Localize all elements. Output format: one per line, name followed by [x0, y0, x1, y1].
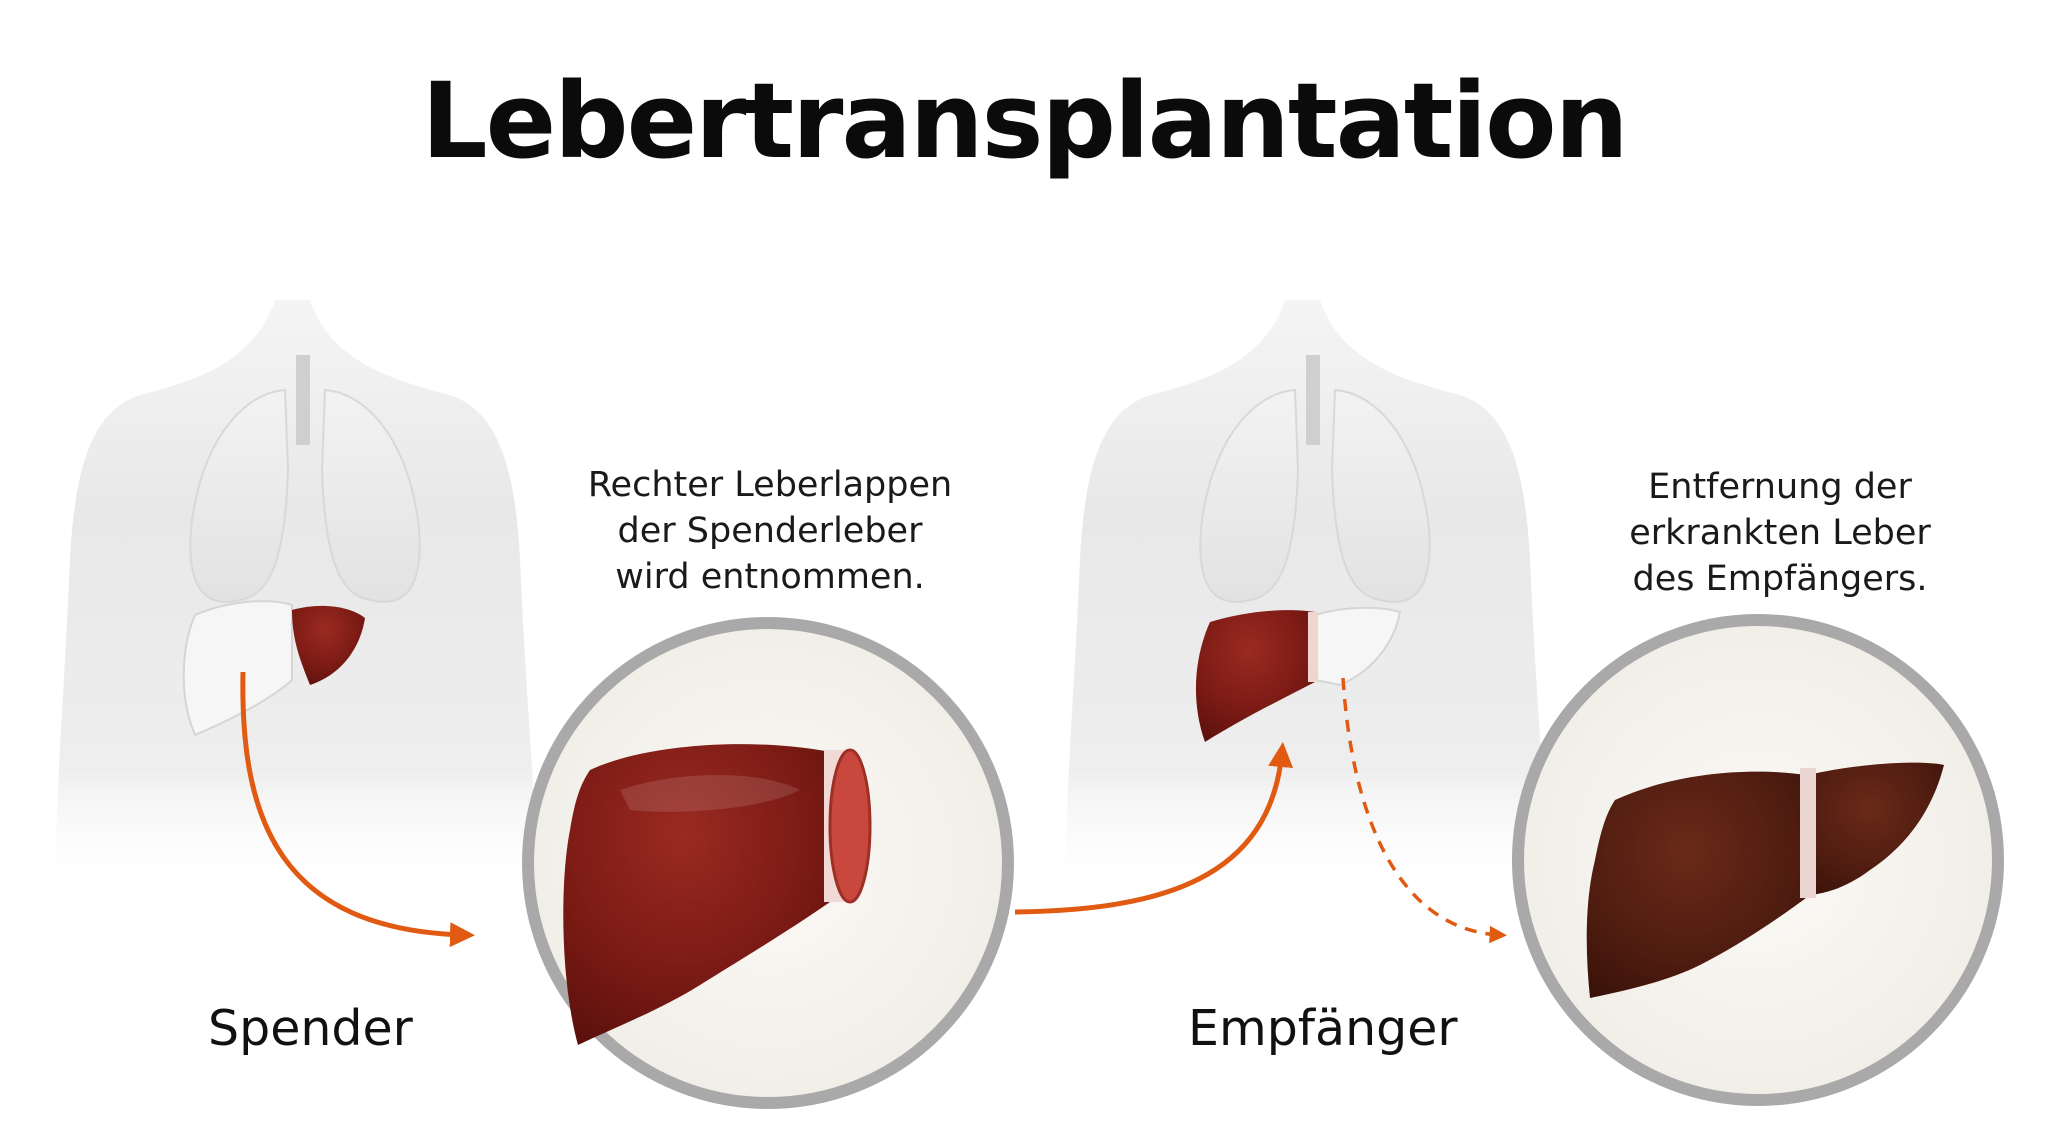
flow-arrows — [240, 671, 1507, 948]
recipient-caption-line: erkrankten Leber — [1629, 513, 1931, 553]
recipient-torso-silhouette — [1065, 300, 1550, 900]
page-title: Lebertransplantation — [421, 60, 1628, 182]
diseased-liver-magnifier — [1512, 614, 2004, 1106]
recipient-body — [1065, 300, 1550, 900]
donor-trachea — [296, 355, 310, 445]
recipient-trachea — [1306, 355, 1320, 445]
diseased-liver-large — [1586, 771, 1810, 998]
donor-lobe-cut-surface — [828, 748, 872, 904]
donor-label: Spender — [208, 1000, 413, 1057]
recipient-white-liver-remnant — [1314, 606, 1402, 687]
recipient-liver-ring — [1308, 612, 1318, 682]
donor-lobe-magnifier — [522, 617, 1014, 1109]
arrow-lobe-to-recipient — [1014, 742, 1294, 915]
recipient-caption-line: des Empfängers. — [1632, 559, 1928, 599]
recipient-caption-line: Entfernung der — [1648, 467, 1912, 507]
donor-white-liver-remnant — [182, 600, 293, 737]
donor-caption-line: Rechter Leberlappen — [587, 465, 953, 505]
donor-lung-left — [189, 388, 290, 603]
donor-body — [55, 300, 540, 900]
recipient-new-liver — [1195, 610, 1315, 742]
diseased-liver-ring — [1800, 768, 1816, 898]
donor-caption-line: der Spenderleber — [617, 511, 923, 551]
diseased-liver-right-lobe — [1808, 762, 1944, 895]
arrow-donor-to-lobe — [240, 671, 475, 948]
donor-lobe-large — [563, 744, 830, 1045]
recipient-lung-right — [1330, 388, 1431, 603]
donor-liver-lobe-small — [292, 605, 365, 685]
donor-torso-silhouette — [55, 300, 540, 900]
donor-caption-line: wird entnommen. — [615, 557, 925, 597]
recipient-label: Empfänger — [1188, 1000, 1458, 1057]
donor-lobe-highlight — [620, 775, 800, 812]
donor-caption: Rechter Leberlappen der Spenderleber wir… — [570, 462, 970, 600]
donor-lung-right — [320, 388, 421, 603]
recipient-caption: Entfernung der erkrankten Leber des Empf… — [1580, 464, 1980, 602]
recipient-lung-left — [1199, 388, 1300, 603]
